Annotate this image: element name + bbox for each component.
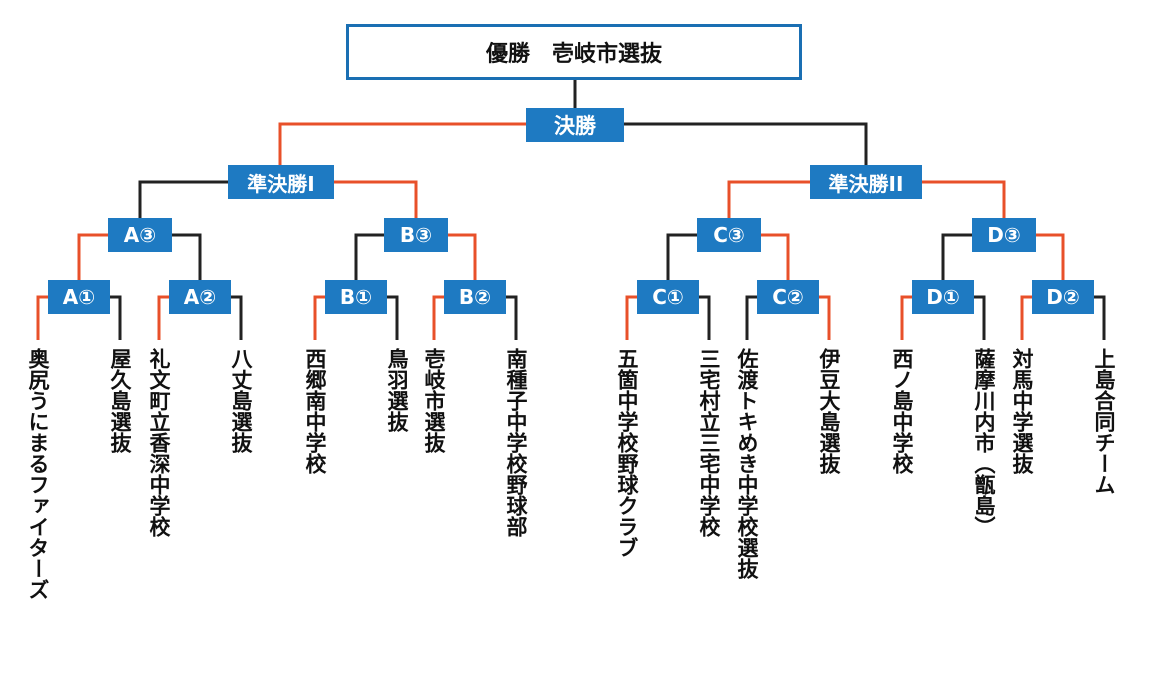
bracket-line-24	[699, 295, 711, 340]
team-tsushima: 対馬中学選抜	[1010, 348, 1034, 474]
team-minamitane: 南種子中学校野球部	[504, 348, 528, 537]
round1-a2-box: A②	[169, 280, 231, 314]
winner-line-4	[334, 180, 418, 218]
winner-line-19	[313, 295, 325, 340]
team-hachijo: 八丈島選抜	[229, 348, 253, 453]
bracket-line-9	[354, 233, 384, 280]
winner-line-21	[432, 295, 444, 340]
quarter-c3-box: C③	[697, 218, 761, 252]
winner-line-6	[922, 180, 1006, 218]
bracket-line-11	[666, 233, 697, 280]
team-saigo-minami: 西郷南中学校	[303, 348, 327, 474]
bracket-line-30	[1094, 295, 1106, 340]
round1-d2-box: D②	[1032, 280, 1094, 314]
winner-line-15	[36, 295, 48, 340]
winner-line-1	[278, 122, 526, 165]
bracket-line-13	[941, 233, 972, 280]
team-yakushima: 屋久島選抜	[108, 348, 132, 453]
team-iki: 壱岐市選抜	[422, 348, 446, 453]
team-nishinoshima: 西ノ島中学校	[890, 348, 914, 474]
winner-line-26	[819, 295, 831, 340]
round1-a1-box: A①	[48, 280, 110, 314]
round1-b1-box: B①	[325, 280, 387, 314]
champion-banner: 優勝 壱岐市選抜	[346, 24, 802, 80]
winner-line-17	[157, 295, 169, 340]
team-izu-oshima: 伊豆大島選抜	[817, 348, 841, 474]
quarter-d3-box: D③	[972, 218, 1036, 252]
bracket-line-18	[231, 295, 243, 340]
team-sado: 佐渡トキめき中学校選抜	[735, 348, 759, 579]
team-toba: 鳥羽選抜	[385, 348, 409, 432]
round1-b2-box: B②	[444, 280, 506, 314]
round1-c2-box: C②	[757, 280, 819, 314]
round1-d1-box: D①	[912, 280, 974, 314]
winner-line-27	[900, 295, 912, 340]
team-okushiri: 奥尻うにまるファイターズ	[26, 348, 50, 600]
bracket-line-8	[172, 233, 202, 280]
bracket-line-20	[387, 295, 399, 340]
bracket-line-3	[138, 180, 228, 218]
quarter-b3-box: B③	[384, 218, 448, 252]
bracket-line-22	[506, 295, 518, 340]
winner-line-12	[761, 233, 790, 280]
team-kamijima: 上島合同チーム	[1092, 348, 1116, 495]
bracket-line-28	[974, 295, 986, 340]
winner-line-7	[77, 233, 108, 280]
quarter-a3-box: A③	[108, 218, 172, 252]
semifinal-2-box: 準決勝II	[810, 165, 922, 199]
round1-c1-box: C①	[637, 280, 699, 314]
final-box: 決勝	[526, 108, 624, 142]
bracket-line-16	[110, 295, 122, 340]
winner-line-29	[1020, 295, 1032, 340]
semifinal-1-box: 準決勝I	[228, 165, 334, 199]
winner-line-10	[448, 233, 477, 280]
bracket-line-2	[624, 122, 868, 165]
winner-line-14	[1036, 233, 1065, 280]
team-miyake: 三宅村立三宅中学校	[697, 348, 721, 537]
team-rebun: 礼文町立香深中学校	[147, 348, 171, 537]
winner-line-5	[727, 180, 810, 218]
winner-line-23	[625, 295, 637, 340]
team-satsumasendai: 薩摩川内市（甑島）	[972, 348, 996, 537]
team-goka: 五箇中学校野球クラブ	[615, 348, 639, 558]
bracket-line-25	[745, 295, 757, 340]
